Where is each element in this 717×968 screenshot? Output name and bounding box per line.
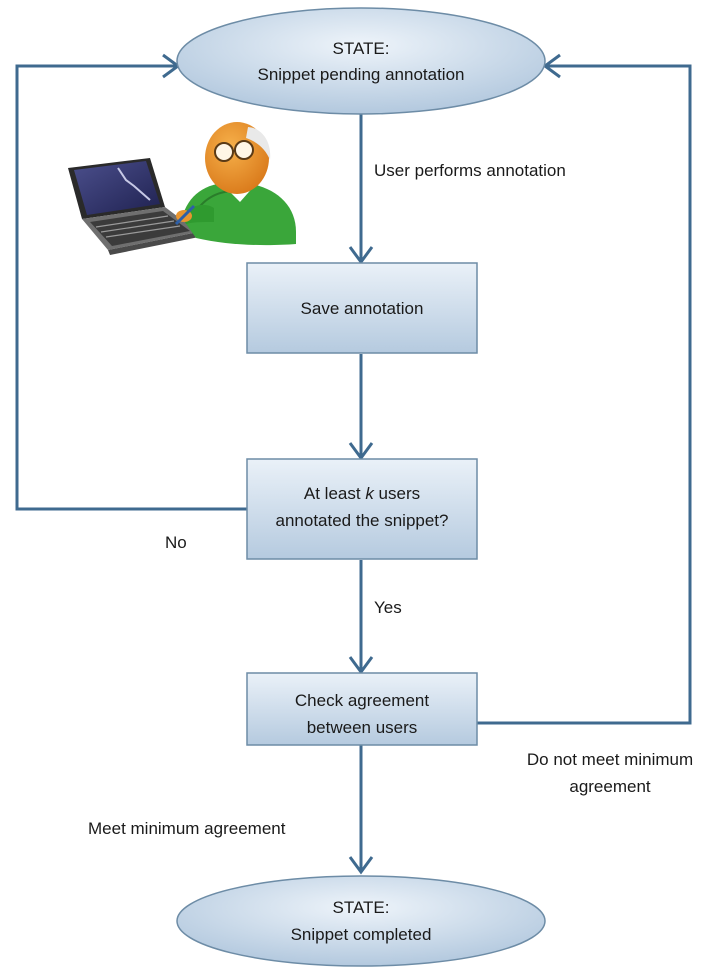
start-state-line1: STATE: xyxy=(333,39,390,58)
check-k-users-line1-pre: At least xyxy=(304,484,365,503)
start-state-node: STATE: Snippet pending annotation xyxy=(176,7,546,115)
edge-check-k-to-start-no xyxy=(15,53,247,511)
end-state-line2: Snippet completed xyxy=(291,925,432,944)
save-annotation-label: Save annotation xyxy=(301,299,424,318)
save-annotation-node: Save annotation xyxy=(246,262,478,354)
edge-label-not-meet-line1: Do not meet minimum xyxy=(527,750,693,769)
edge-save-to-check-k xyxy=(348,354,374,461)
edge-agreement-to-end-meet xyxy=(348,745,374,875)
edge-label-not-meet-line2: agreement xyxy=(569,777,651,796)
edge-agreement-to-start-not-meet xyxy=(477,53,692,725)
end-state-node: STATE: Snippet completed xyxy=(176,875,546,967)
end-state-line1: STATE: xyxy=(333,898,390,917)
check-agreement-line1: Check agreement xyxy=(295,691,429,710)
edge-label-user-performs: User performs annotation xyxy=(374,161,566,180)
start-state-line2: Snippet pending annotation xyxy=(257,65,464,84)
check-k-users-line1-var: k xyxy=(365,484,375,503)
check-k-users-line2: annotated the snippet? xyxy=(276,511,449,530)
edge-label-meet: Meet minimum agreement xyxy=(88,819,286,838)
edge-check-k-to-agreement-yes xyxy=(348,560,374,675)
edge-label-no: No xyxy=(165,533,187,552)
user-avatar-icon xyxy=(174,122,296,246)
edge-label-yes: Yes xyxy=(374,598,402,617)
check-agreement-line2: between users xyxy=(307,718,418,737)
check-k-users-line1-post: users xyxy=(374,484,420,503)
check-agreement-node: Check agreement between users xyxy=(246,672,478,746)
laptop-icon xyxy=(68,158,199,255)
check-k-users-line1: At least k users xyxy=(304,484,420,503)
check-k-users-node: At least k users annotated the snippet? xyxy=(246,458,478,560)
edge-start-to-save xyxy=(348,95,374,265)
user-at-laptop-illustration xyxy=(68,122,296,255)
